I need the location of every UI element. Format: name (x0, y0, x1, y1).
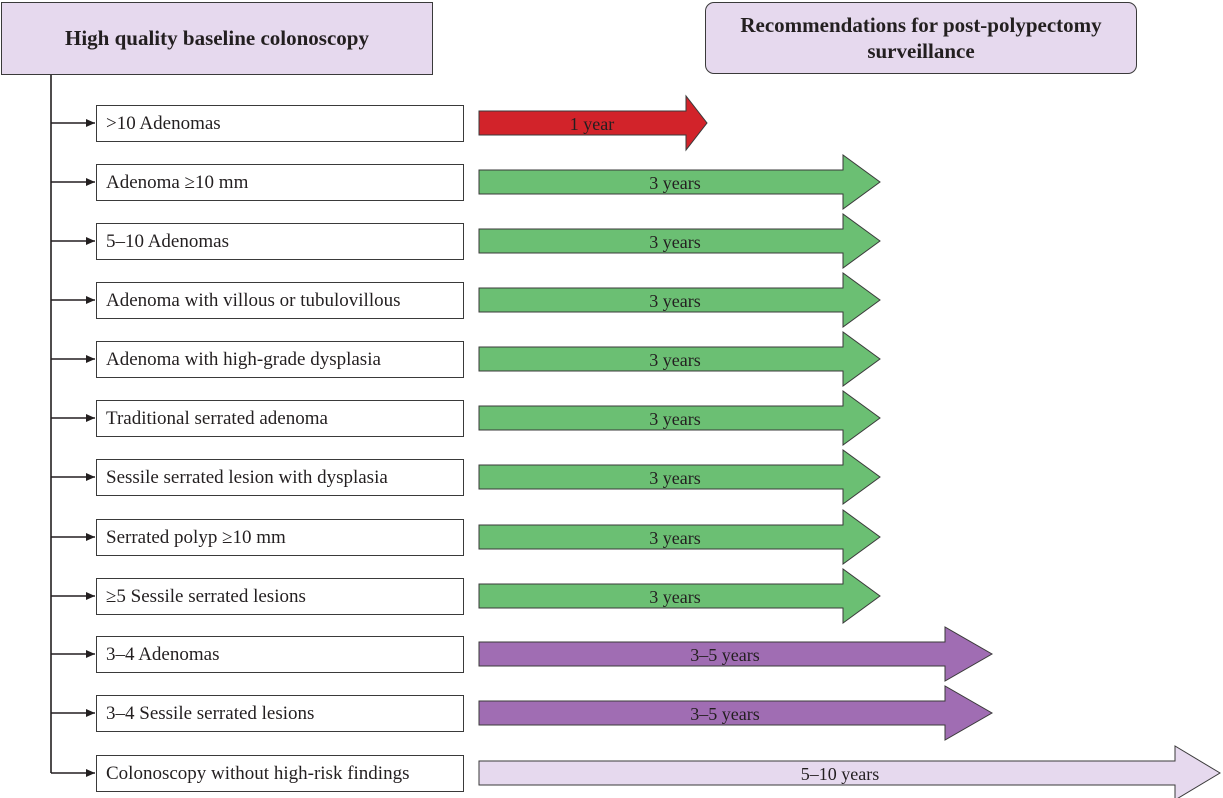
finding-box: Colonoscopy without high-risk findings (96, 755, 464, 792)
finding-box: Adenoma ≥10 mm (96, 164, 464, 201)
finding-box: >10 Adenomas (96, 105, 464, 142)
finding-box: Traditional serrated adenoma (96, 400, 464, 437)
interval-label: 3 years (649, 232, 701, 252)
interval-label: 3 years (649, 173, 701, 193)
finding-label: >10 Adenomas (106, 113, 221, 134)
interval-label: 3 years (649, 291, 701, 311)
finding-box: 3–4 Adenomas (96, 636, 464, 673)
interval-arrow-green (478, 449, 881, 505)
finding-label: Sessile serrated lesion with dysplasia (106, 467, 388, 488)
recommendations-header: Recommendations for post-polypectomy sur… (705, 2, 1137, 74)
finding-box: 3–4 Sessile serrated lesions (96, 695, 464, 732)
finding-label: 5–10 Adenomas (106, 231, 229, 252)
interval-arrow-green (478, 331, 881, 387)
interval-arrow-red (478, 94, 708, 152)
finding-box: 5–10 Adenomas (96, 223, 464, 260)
interval-label: 3 years (649, 350, 701, 370)
interval-arrows (478, 94, 1221, 798)
interval-arrow-green (478, 390, 881, 446)
interval-label: 3–5 years (690, 645, 760, 665)
interval-arrow-green (478, 213, 881, 269)
finding-label: Serrated polyp ≥10 mm (106, 527, 286, 548)
interval-arrow-green (478, 154, 881, 210)
interval-arrow-purple (478, 685, 994, 741)
finding-label: 3–4 Sessile serrated lesions (106, 703, 315, 724)
baseline-colonoscopy-header: High quality baseline colonoscopy (1, 2, 433, 75)
connector-lines (50, 75, 95, 777)
recommendations-label: Recommendations for post-polypectomy sur… (740, 12, 1102, 63)
interval-label: 3 years (649, 468, 701, 488)
interval-arrow-green (478, 272, 881, 328)
finding-label: Adenoma with high-grade dysplasia (106, 349, 381, 370)
interval-label: 3–5 years (690, 704, 760, 724)
baseline-colonoscopy-label: High quality baseline colonoscopy (65, 26, 369, 51)
finding-label: Traditional serrated adenoma (106, 408, 328, 429)
interval-arrow-green (478, 509, 881, 565)
interval-label: 3 years (649, 587, 701, 607)
finding-label: Adenoma with villous or tubulovillous (106, 290, 401, 311)
finding-label: ≥5 Sessile serrated lesions (106, 586, 306, 607)
finding-label: 3–4 Adenomas (106, 644, 220, 665)
interval-arrow-purple (478, 626, 994, 682)
finding-label: Colonoscopy without high-risk findings (106, 763, 410, 784)
finding-box: Adenoma with villous or tubulovillous (96, 282, 464, 319)
interval-label: 5–10 years (800, 764, 880, 784)
finding-box: ≥5 Sessile serrated lesions (96, 578, 464, 615)
finding-box: Adenoma with high-grade dysplasia (96, 341, 464, 378)
interval-label: 3 years (649, 528, 701, 548)
interval-label: 3 years (649, 409, 701, 429)
interval-arrow-green (478, 568, 881, 624)
finding-box: Sessile serrated lesion with dysplasia (96, 459, 464, 496)
finding-label: Adenoma ≥10 mm (106, 172, 249, 193)
interval-label: 1 year (569, 114, 615, 134)
finding-box: Serrated polyp ≥10 mm (96, 519, 464, 556)
interval-arrow-light-purple (478, 745, 1221, 798)
